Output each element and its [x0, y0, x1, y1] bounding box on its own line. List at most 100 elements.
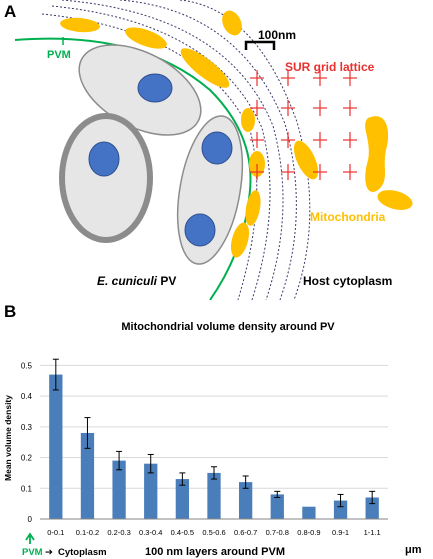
error-bar [337, 493, 344, 508]
right-arrow-icon: ➔ [45, 547, 53, 558]
grid-cross [343, 100, 357, 116]
grid-cross [250, 70, 264, 86]
grid-cross [250, 164, 264, 180]
x-unit-label: μm [405, 544, 422, 556]
layer-line-5 [179, 0, 311, 300]
grid-cross [281, 132, 295, 148]
y-tick-label: 0.2 [21, 454, 33, 463]
parasites-group [59, 44, 244, 265]
parasite-nucleus [201, 131, 233, 165]
parasite-nucleus [88, 141, 120, 177]
layer-line-4 [119, 0, 297, 300]
bar [207, 472, 221, 519]
error-bar [242, 475, 249, 489]
bar [365, 497, 379, 519]
x-tick-label: 1-1.1 [364, 528, 381, 537]
mitochondrion [230, 222, 250, 258]
mitochondrion [60, 17, 100, 33]
grid-cross [343, 132, 357, 148]
x-tick-label: 0.2-0.3 [107, 528, 130, 537]
parasite-spore [59, 113, 153, 243]
error-bar [179, 472, 186, 486]
mitochondrion [245, 190, 261, 226]
pvm-up-arrow-icon [25, 532, 35, 544]
grid-cross [281, 100, 295, 116]
x-tick-label: 0.8-0.9 [297, 528, 320, 537]
y-tick-label: 0.5 [21, 361, 33, 370]
pv-label: E. cuniculi PV [97, 274, 176, 288]
pvm-label: PVM [47, 49, 71, 61]
bar [144, 463, 158, 519]
error-bars-group [52, 358, 376, 508]
error-bar [84, 417, 91, 449]
sur-grid-label: SUR grid lattice [285, 60, 375, 74]
panel-b-letter: B [4, 302, 16, 321]
layer-line-3 [61, 0, 284, 300]
panel-a-letter: A [4, 2, 16, 21]
grid-cross [313, 164, 327, 180]
mitochondrion [365, 116, 389, 192]
error-bar [147, 453, 154, 474]
x-tick-label: 0.4-0.5 [171, 528, 194, 537]
cytoplasm-label: Cytoplasm [58, 547, 107, 558]
x-tick-label: 0.7-0.8 [266, 528, 289, 537]
grid-cross [281, 70, 295, 86]
grid-cross [313, 132, 327, 148]
x-tick-label: 0.6-0.7 [234, 528, 257, 537]
bar [270, 494, 284, 519]
bar [333, 500, 348, 519]
bar [80, 432, 95, 519]
mitochondrion [293, 140, 319, 180]
x-tick-label: 0.5-0.6 [202, 528, 225, 537]
error-bar [52, 358, 59, 391]
grid-cross [313, 70, 327, 86]
scale-bracket [244, 40, 276, 50]
grid-cross [250, 100, 264, 116]
y-tick-labels: 0 0.1 0.2 0.3 0.4 0.5 [21, 361, 33, 524]
x-tick-label: 0.3-0.4 [139, 528, 162, 537]
error-bar [116, 450, 123, 471]
y-tick-label: 0.4 [21, 392, 33, 401]
x-tick-label: 0-0.1 [47, 528, 64, 537]
panel-b-chart: B Mitochondrial volume density around PV… [3, 302, 422, 558]
x-tick-label: 0.9-1 [332, 528, 349, 537]
error-bar [274, 490, 281, 498]
mitochondria-group [60, 10, 413, 258]
mitochondrion [222, 10, 242, 36]
x-axis-label: 100 nm layers around PVM [145, 546, 285, 558]
y-tick-label: 0.1 [21, 484, 33, 493]
sur-grid-lattice [250, 70, 357, 180]
pv-label-suffix: PV [157, 274, 176, 288]
pvm-marker-label: PVM [22, 547, 43, 558]
mitochondria-label: Mitochondria [310, 210, 386, 224]
grid-cross [281, 164, 295, 180]
layer-line-2 [51, 5, 271, 300]
bar [49, 374, 63, 519]
pv-label-species: E. cuniculi [97, 274, 158, 288]
grid-cross [313, 100, 327, 116]
bar [302, 506, 316, 519]
bar [238, 482, 253, 519]
chart-title: Mitochondrial volume density around PV [121, 321, 335, 333]
parasite-nucleus [137, 73, 173, 103]
y-axis-label: Mean volume density [3, 395, 13, 481]
grid-cross [343, 70, 357, 86]
mitochondrion [125, 27, 167, 49]
boundary-layers [41, 0, 311, 300]
host-cytoplasm-label: Host cytoplasm [303, 274, 392, 288]
y-tick-label: 0.3 [21, 423, 33, 432]
grid-cross [343, 164, 357, 180]
error-bar [369, 490, 376, 505]
bars-group [49, 374, 379, 519]
bar [112, 460, 126, 519]
x-tick-label: 0.1-0.2 [76, 528, 99, 537]
y-tick-label: 0 [28, 515, 33, 524]
parasite-nucleus [184, 213, 216, 247]
grid-cross [250, 132, 264, 148]
panel-a-diagram: A 100nm SUR grid lattice [4, 0, 413, 300]
bar [175, 479, 190, 519]
x-tick-labels: 0-0.1 0.1-0.2 0.2-0.3 0.3-0.4 0.4-0.5 0.5-0.6… [47, 528, 380, 537]
mitochondrion [241, 108, 255, 132]
error-bar [211, 466, 217, 480]
mitochondrion [180, 48, 230, 88]
